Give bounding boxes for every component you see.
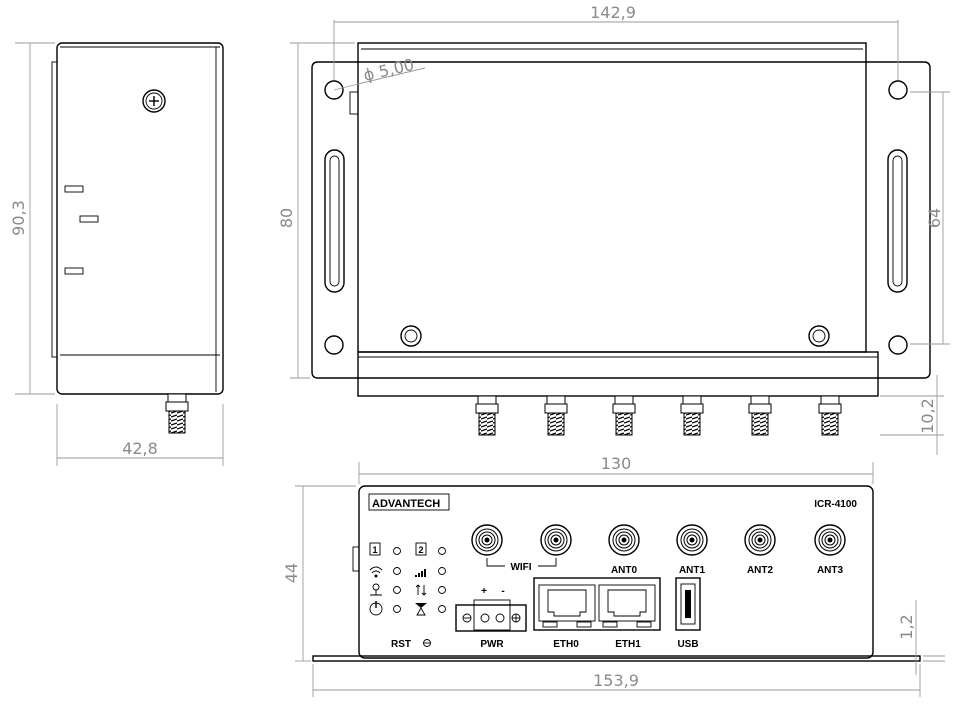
antenna-wifi1	[471, 524, 503, 556]
led-1	[393, 547, 401, 555]
ant3-label: ANT3	[817, 565, 844, 576]
antenna-ant3	[814, 524, 846, 556]
antenna-ant0	[608, 524, 640, 556]
led-7	[438, 586, 446, 594]
dim-top-height: 80	[277, 208, 296, 228]
power-icon	[369, 601, 383, 616]
top-antenna-connector-ant0	[612, 395, 636, 436]
mount-hole-br	[888, 335, 908, 355]
wifi-label: WIFI	[510, 562, 531, 573]
svg-text:2: 2	[418, 545, 423, 555]
wifi-icon	[369, 566, 383, 578]
front-dimensions: 130 44 1,2 153,9	[282, 454, 945, 697]
model-label: ICR-4100	[814, 499, 857, 510]
signal-strength-icon	[415, 569, 426, 577]
eth0-port	[538, 584, 596, 622]
led-8	[438, 605, 446, 613]
ant1-label: ANT1	[679, 565, 706, 576]
front-view: ADVANTECH ICR-4100 WIFI ANT0 ANT1 ANT2 A…	[312, 485, 921, 662]
sim1-icon	[369, 542, 381, 556]
sim2-icon	[415, 542, 427, 556]
top-antenna-connector-wifi1	[475, 395, 499, 436]
dim-top-width: 142,9	[590, 3, 636, 22]
dim-side-depth: 42,8	[122, 439, 158, 458]
top-antenna-connector-wifi2	[544, 395, 568, 436]
side-view-body	[56, 42, 224, 395]
top-antenna-connector-ant3	[818, 395, 842, 436]
led-3	[393, 586, 401, 594]
ant0-label: ANT0	[611, 565, 638, 576]
front-rail	[357, 351, 879, 397]
mount-hole-bl	[324, 335, 344, 355]
dim-front-height: 44	[282, 563, 301, 583]
side-view	[51, 42, 224, 434]
dim-front-width: 130	[601, 454, 632, 473]
ground-screw-icon	[142, 89, 166, 113]
antenna-wifi2	[540, 524, 572, 556]
top-view-body	[357, 42, 867, 353]
led-5	[438, 547, 446, 555]
rst-label: RST	[391, 639, 411, 650]
dim-flange-thickness: 1,2	[897, 614, 916, 639]
ant2-label: ANT2	[747, 565, 774, 576]
dim-side-height: 90,3	[9, 200, 28, 236]
dim-hole-spacing: 64	[925, 208, 944, 228]
pwr-plus: +	[481, 586, 487, 597]
top-antenna-connector-ant1	[680, 395, 704, 436]
user-led-icon	[415, 603, 427, 616]
base-flange	[312, 655, 921, 662]
dim-connector-length: 10,2	[918, 398, 937, 434]
top-antenna-connector-ant2	[748, 395, 772, 436]
mount-hole-tr	[888, 80, 908, 100]
eth0-label: ETH0	[553, 639, 579, 650]
slot-right	[887, 149, 908, 293]
eth1-port	[598, 584, 656, 622]
led-2	[393, 567, 401, 575]
eth1-label: ETH1	[615, 639, 641, 650]
brand-logo: ADVANTECH	[372, 498, 440, 510]
power-terminal	[455, 604, 527, 632]
antenna-ant1	[676, 524, 708, 556]
reset-button-icon	[423, 639, 431, 647]
led-4	[393, 605, 401, 613]
side-antenna-connector	[165, 393, 189, 434]
dim-hole-diameter: ϕ 5,00	[362, 55, 416, 85]
side-dimensions: 42,8 90,3	[9, 42, 224, 466]
top-view	[311, 42, 931, 436]
dim-base-width: 153,9	[593, 671, 639, 690]
front-panel	[358, 485, 874, 659]
antenna-ant2	[744, 524, 776, 556]
mounting-plate	[311, 61, 931, 379]
data-transfer-icon	[415, 584, 427, 596]
pwr-label: PWR	[480, 639, 504, 650]
led-6	[438, 567, 446, 575]
pwr-minus: -	[501, 586, 504, 597]
mount-hole-tl	[324, 80, 344, 100]
svg-text:1: 1	[372, 545, 377, 555]
network-icon	[370, 583, 382, 596]
usb-label: USB	[677, 639, 698, 650]
top-dimensions: 142,9 80 ϕ 5,00 64 10,2	[277, 3, 950, 455]
ethernet-block	[533, 577, 661, 631]
slot-left	[324, 149, 345, 293]
usb-port	[675, 577, 701, 631]
